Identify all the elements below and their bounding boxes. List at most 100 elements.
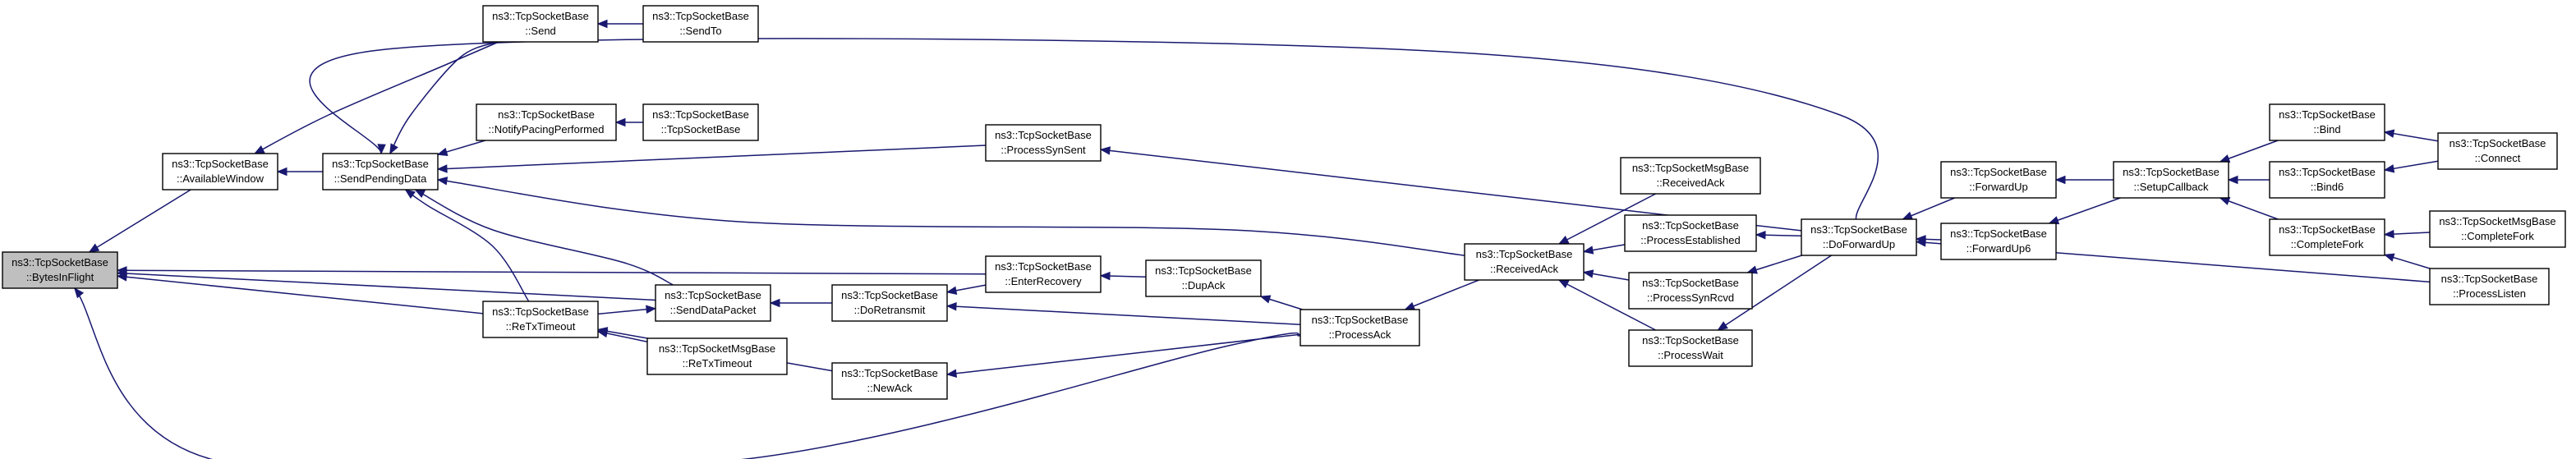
arrow-head-icon: [389, 143, 398, 155]
node-forwardup6[interactable]: ns3::TcpSocketBase::ForwardUp6: [1940, 223, 2057, 260]
node-class-label: ns3::TcpSocketBase: [1642, 219, 1739, 232]
node-notifypacing[interactable]: ns3::TcpSocketBase::NotifyPacingPerforme…: [476, 103, 617, 141]
node-bind6[interactable]: ns3::TcpSocketBase::Bind6: [2269, 161, 2385, 199]
node-method-label: ::ProcessSynSent: [1000, 144, 1086, 156]
node-box: [1620, 157, 1761, 195]
node-doforwardup[interactable]: ns3::TcpSocketBase::DoForwardUp: [1801, 218, 1917, 256]
edge-processack-to-bytesinflight: [73, 287, 1301, 459]
arrow-head-icon: [436, 177, 448, 186]
edge-processlisten-to-completefork: [2383, 253, 2431, 269]
arrow-head-icon: [414, 189, 426, 198]
node-class-label: ns3::TcpSocketBase: [1312, 314, 1409, 326]
node-processwait[interactable]: ns3::TcpSocketBase::ProcessWait: [1628, 329, 1753, 367]
node-method-label: ::TcpSocketBase: [661, 123, 741, 135]
edge-setupcallback-to-forwardup6: [2048, 197, 2121, 225]
node-processlisten[interactable]: ns3::TcpSocketBase::ProcessListen: [2429, 268, 2550, 305]
edge-senddatapacket-to-bytesinflight: [116, 269, 656, 301]
node-forwardup[interactable]: ns3::TcpSocketBase::ForwardUp: [1940, 161, 2057, 199]
node-completefork[interactable]: ns3::TcpSocketBase::CompleteFork: [2269, 218, 2385, 256]
arrow-head-icon: [1755, 230, 1766, 240]
node-processack[interactable]: ns3::TcpSocketBase::ProcessAck: [1300, 309, 1420, 347]
edge-sendto-to-send: [596, 19, 643, 29]
node-sendto[interactable]: ns3::TcpSocketBase::SendTo: [642, 5, 759, 43]
edge-doforwardup-to-processestablished: [1755, 230, 1802, 240]
node-class-label: ns3::TcpSocketBase: [995, 260, 1092, 273]
edge-line: [597, 307, 656, 315]
edge-receivedack-to-processack: [1404, 279, 1479, 310]
arrow-head-icon: [116, 266, 127, 275]
node-class-label: ns3::TcpSocketBase: [498, 108, 595, 121]
node-box: [1628, 272, 1753, 310]
node-method-label: ::DupAck: [1182, 279, 1226, 291]
node-setupcallback[interactable]: ns3::TcpSocketBase::SetupCallback: [2113, 161, 2229, 199]
node-msgreceivedack[interactable]: ns3::TcpSocketMsgBase::ReceivedAck: [1620, 157, 1761, 195]
node-class-label: ns3::TcpSocketBase: [1155, 264, 1252, 277]
edge-enterrecovery-to-doretransmit: [945, 284, 987, 295]
edge-line: [117, 269, 987, 275]
arrow-head-icon: [1259, 295, 1272, 304]
edge-processack-to-dupack: [1259, 295, 1303, 310]
arrow-head-icon: [1717, 321, 1728, 331]
node-sendpendingdata[interactable]: ns3::TcpSocketBase::SendPendingData: [322, 153, 439, 190]
node-bind[interactable]: ns3::TcpSocketBase::Bind: [2269, 103, 2385, 141]
arrow-head-icon: [1582, 269, 1594, 278]
edge-processack-to-newack: [945, 333, 1301, 378]
node-class-label: ns3::TcpSocketMsgBase: [2439, 215, 2555, 227]
node-newack[interactable]: ns3::TcpSocketBase::NewAck: [831, 362, 948, 400]
arrow-head-icon: [436, 164, 448, 173]
node-processestablished[interactable]: ns3::TcpSocketBase::ProcessEstablished: [1624, 214, 1757, 252]
arrow-head-icon: [436, 147, 448, 156]
node-box: [2, 251, 118, 289]
node-class-label: ns3::TcpSocketBase: [841, 289, 938, 301]
edge-line: [117, 275, 484, 314]
node-msgcompletefork[interactable]: ns3::TcpSocketMsgBase::CompleteFork: [2429, 210, 2566, 248]
edge-senddatapacket-to-sendpendingdata: [414, 189, 674, 286]
node-class-label: ns3::TcpSocketBase: [2279, 166, 2376, 178]
node-class-label: ns3::TcpSocketBase: [1476, 248, 1573, 260]
edge-receivedack-to-sendpendingdata: [436, 177, 1465, 256]
arrow-head-icon: [596, 327, 609, 336]
node-class-label: ns3::TcpSocketBase: [2279, 223, 2376, 236]
node-method-label: ::AvailableWindow: [177, 172, 264, 185]
node-box: [831, 284, 948, 322]
node-method-label: ::ProcessSynRcvd: [1647, 291, 1734, 304]
node-enterrecovery[interactable]: ns3::TcpSocketBase::EnterRecovery: [985, 255, 1102, 293]
arrow-head-icon: [2227, 175, 2238, 185]
node-class-label: ns3::TcpSocketBase: [1642, 334, 1739, 347]
edge-doforwardup-to-processwait: [1717, 255, 1833, 331]
node-availablewindow[interactable]: ns3::TcpSocketBase::AvailableWindow: [162, 153, 278, 190]
edge-line: [254, 41, 499, 154]
node-receivedack[interactable]: ns3::TcpSocketBase::ReceivedAck: [1464, 243, 1585, 281]
node-dupack[interactable]: ns3::TcpSocketBase::DupAck: [1145, 259, 1262, 297]
node-box: [2113, 161, 2229, 199]
node-box: [2269, 161, 2385, 199]
arrow-head-icon: [2383, 164, 2395, 173]
arrow-head-icon: [276, 167, 288, 177]
arrow-head-icon: [2383, 129, 2395, 138]
node-senddatapacket[interactable]: ns3::TcpSocketBase::SendDataPacket: [655, 284, 771, 322]
edge-retxtimeout-to-sendpendingdata: [404, 189, 530, 302]
arrow-head-icon: [253, 145, 265, 154]
arrow-head-icon: [2054, 175, 2066, 185]
node-method-label: ::SendPendingData: [334, 172, 428, 185]
node-processsynsent[interactable]: ns3::TcpSocketBase::ProcessSynSent: [985, 124, 1102, 162]
arrow-head-icon: [88, 243, 100, 253]
node-msgretxtimeout[interactable]: ns3::TcpSocketMsgBase::ReTxTimeout: [646, 337, 788, 375]
arrow-head-icon: [1582, 246, 1594, 255]
node-box: [2429, 210, 2566, 248]
node-method-label: ::CompleteFork: [2291, 238, 2364, 250]
node-bytesinflight[interactable]: ns3::TcpSocketBase::BytesInFlight: [2, 251, 118, 289]
node-method-label: ::SendDataPacket: [670, 304, 757, 316]
node-connect[interactable]: ns3::TcpSocketBase::Connect: [2437, 132, 2558, 170]
node-tcpsocketbase[interactable]: ns3::TcpSocketBase::TcpSocketBase: [642, 103, 759, 141]
node-method-label: ::CompleteFork: [2461, 230, 2534, 242]
node-send[interactable]: ns3::TcpSocketBase::Send: [482, 5, 599, 43]
node-method-label: ::Bind6: [2311, 181, 2344, 193]
node-retxtimeout[interactable]: ns3::TcpSocketBase::ReTxTimeout: [482, 301, 599, 338]
node-doretransmit[interactable]: ns3::TcpSocketBase::DoRetransmit: [831, 284, 948, 322]
node-box: [1801, 218, 1917, 256]
node-box: [642, 5, 759, 43]
node-processsynrcvd[interactable]: ns3::TcpSocketBase::ProcessSynRcvd: [1628, 272, 1753, 310]
edge-send-to-availablewindow: [253, 41, 499, 154]
